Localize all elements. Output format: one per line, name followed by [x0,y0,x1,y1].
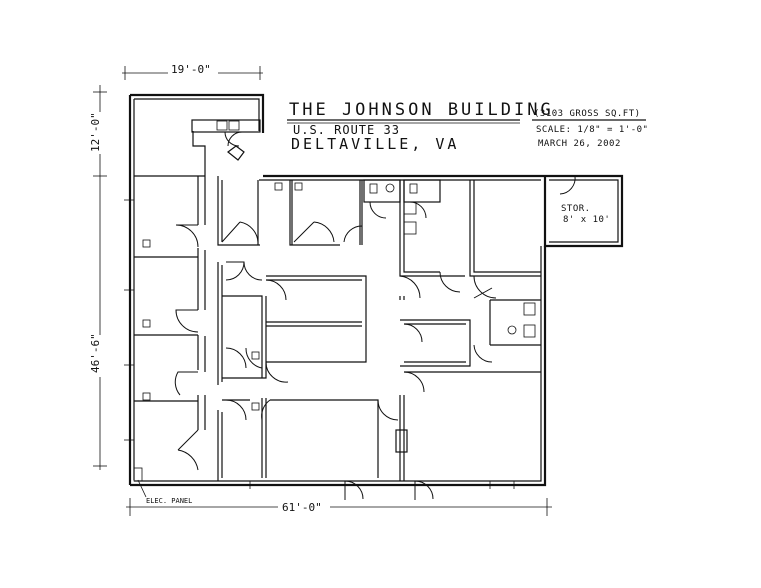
wing-inner-wall [192,131,206,176]
door-swings [174,131,576,500]
door-wing [224,131,240,147]
left-room-dividers [134,175,205,402]
center-left-wall [217,176,260,481]
sink-2 [507,325,517,335]
right-upper-stub [399,296,405,300]
door-right-2 [439,271,461,293]
electric-panel-box [133,467,143,482]
door-left-1 [175,224,199,248]
outlet-7 [251,402,260,411]
door-bottom-3 [377,399,399,421]
door-left-2 [175,309,199,333]
title-block: THE JOHNSON BUILDING (3103 GROSS SQ.FT) … [287,100,648,153]
right-lower-walls [399,371,541,481]
right-bottom-wall [130,246,547,487]
top-restroom-1 [363,179,401,203]
outlet-2 [142,319,151,328]
dimension-lines: 19'-0" 12'-0" 46'-6" 61'-0" [88,62,552,516]
kitchen-counter [191,119,261,133]
door-top-3 [343,225,363,245]
scale-note: SCALE: 1/8" = 1'-0" [536,125,648,135]
door-right-4 [403,323,423,343]
door-exterior-1 [344,480,364,500]
outlet-4 [274,182,283,191]
sink-1 [385,183,395,193]
door-right-3 [473,275,497,299]
mid-left-block [222,295,267,379]
gross-area: (3103 GROSS SQ.FT) [534,109,641,119]
bottom-office-walls [222,398,379,478]
door-top-2 [293,221,335,243]
door-right-5 [473,344,493,363]
building-name: THE JOHNSON BUILDING [289,100,554,120]
right-upper-block [399,180,465,277]
dim-side-top-text: 12'-0" [89,112,102,152]
date-note: MARCH 26, 2002 [538,139,621,149]
panel-leader [137,479,147,498]
outlet-6 [251,351,260,360]
door-right-6 [403,371,425,393]
door-mid-2 [265,361,289,383]
door-mid-double-2 [225,347,263,369]
door-left-3 [174,371,198,396]
electric-panel-label: ELEC. PANEL [146,497,192,505]
top-restroom-2 [403,179,441,203]
right-upper-office [469,180,541,277]
door-left-4 [177,429,199,471]
door-mid-1 [265,279,287,301]
door-right-1 [399,275,421,299]
column-post [395,429,408,453]
top-office-walls [257,180,340,246]
door-restroom [369,201,427,219]
mid-center-block [266,275,367,363]
city-line: DELTAVILLE, VA [291,135,459,153]
address-line: U.S. ROUTE 33 [293,123,400,137]
toilet-1 [369,183,378,194]
fixture-box-2 [403,221,417,235]
storage-size: 8' x 10' [563,215,610,225]
dim-side-main-gap [88,335,104,377]
toilet-2 [409,183,418,194]
door-top-1 [221,221,259,243]
window-marks [124,199,515,489]
fixture-box-1 [403,201,417,215]
toilet-3 [523,302,536,316]
dim-side-main-text: 46'-6" [89,333,102,373]
sink-left [216,120,228,131]
door-bottom-1 [225,399,247,421]
dim-top-gap [168,62,218,76]
wing-door-swing [227,131,243,147]
door-storage [559,175,576,195]
toilet-4 [523,324,536,338]
dim-top-text: 19'-0" [171,63,211,76]
right-middle-block [400,319,471,367]
restroom-walls [489,299,541,346]
storage-label: STOR. [561,204,591,214]
outlet-3 [142,392,151,401]
dim-bottom-gap [278,500,330,514]
door-exterior-2 [414,480,434,500]
dim-side-top-gap [88,112,104,154]
door-bottom-2 [261,399,271,421]
dim-bottom-text: 61'-0" [282,501,322,514]
exterior-walls [128,93,624,487]
outlet-1 [142,239,151,248]
door-mid-double [225,261,263,281]
interior-walls [133,175,541,482]
top-wall [263,174,624,248]
sink-right [228,120,240,131]
outlet-5 [294,182,303,191]
stair-symbol [227,145,245,161]
right-bottom-inner [134,246,542,482]
